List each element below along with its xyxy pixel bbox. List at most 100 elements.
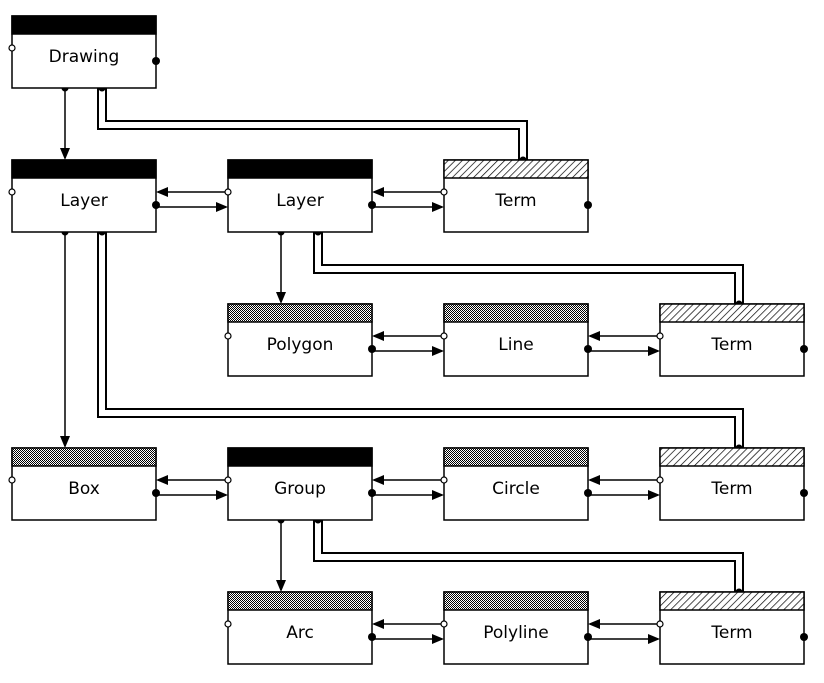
edge-layer2-term1 (372, 187, 444, 212)
node-polyline: Polyline (440, 591, 592, 665)
node-header (227, 303, 373, 323)
node-header (443, 447, 589, 467)
node-in-handle (8, 476, 16, 484)
node-polygon: Polygon (224, 303, 376, 377)
node-in-handle (440, 476, 448, 484)
arrowhead (276, 580, 286, 592)
edge-drawing-layer1 (60, 84, 70, 160)
edge-polygon-line (372, 331, 444, 356)
link-dot (368, 489, 376, 497)
node-in-handle (224, 332, 232, 340)
node-in-handle (656, 332, 664, 340)
arrowhead (432, 634, 444, 644)
link-dot (368, 201, 376, 209)
edge-layer2-polygon (276, 228, 286, 304)
node-in-handle (224, 476, 232, 484)
node-term3: Term (656, 447, 808, 521)
node-header (659, 591, 805, 611)
node-group: Group (224, 447, 376, 521)
arrowhead (216, 202, 228, 212)
link-dot (584, 489, 592, 497)
edges-layer (60, 84, 744, 644)
node-in-handle (8, 44, 16, 52)
arrowhead (60, 436, 70, 448)
node-header (227, 591, 373, 611)
arrowhead (588, 619, 600, 629)
edge-terminal-inner (315, 232, 742, 304)
node-label: Polyline (483, 623, 549, 643)
node-label: Term (710, 479, 752, 499)
node-header (227, 159, 373, 179)
node-header (443, 591, 589, 611)
node-in-handle (224, 188, 232, 196)
node-label: Line (498, 335, 533, 355)
edge-layer1-box (60, 228, 70, 448)
node-in-handle (8, 188, 16, 196)
arrowhead (156, 187, 168, 197)
edge-arc-polyline (372, 619, 444, 644)
node-label: Polygon (267, 335, 334, 355)
node-term2: Term (656, 303, 808, 377)
edge-box-group (156, 475, 228, 500)
node-header (659, 447, 805, 467)
node-label: Layer (276, 191, 323, 211)
arrowhead (432, 490, 444, 500)
node-label: Arc (286, 623, 314, 643)
node-label: Term (494, 191, 536, 211)
node-drawing: Drawing (8, 15, 160, 89)
node-in-handle (440, 332, 448, 340)
node-label: Circle (492, 479, 540, 499)
edge-terminal-inner (315, 520, 742, 592)
node-header (11, 159, 157, 179)
node-layer2: Layer (224, 159, 376, 233)
arrowhead (156, 475, 168, 485)
edge-drawing-term1 (97, 84, 528, 164)
node-in-handle (656, 620, 664, 628)
link-dot (152, 489, 160, 497)
arrowhead (648, 490, 660, 500)
node-in-handle (440, 620, 448, 628)
edge-terminal-inner (99, 232, 742, 448)
arrowhead (588, 331, 600, 341)
link-dot (584, 633, 592, 641)
node-in-handle (224, 620, 232, 628)
node-header (11, 447, 157, 467)
arrowhead (372, 475, 384, 485)
arrowhead (372, 619, 384, 629)
node-header (659, 303, 805, 323)
edge-circle-term3 (588, 475, 660, 500)
node-box: Box (8, 447, 160, 521)
link-dot (152, 57, 160, 65)
node-header (443, 159, 589, 179)
arrowhead (216, 490, 228, 500)
node-arc: Arc (224, 591, 376, 665)
edge-terminal-inner (99, 88, 526, 160)
link-dot (800, 633, 808, 641)
link-dot (800, 489, 808, 497)
edge-layer1-layer2 (156, 187, 228, 212)
link-dot (584, 201, 592, 209)
arrowhead (60, 148, 70, 160)
node-term4: Term (656, 591, 808, 665)
node-term1: Term (440, 159, 592, 233)
edge-layer1-term3 (97, 228, 744, 452)
arrowhead (372, 187, 384, 197)
node-label: Layer (60, 191, 107, 211)
arrowhead (372, 331, 384, 341)
edge-group-term4 (313, 516, 744, 596)
node-header (11, 15, 157, 35)
link-dot (800, 345, 808, 353)
node-label: Group (274, 479, 326, 499)
arrowhead (432, 202, 444, 212)
node-circle: Circle (440, 447, 592, 521)
node-layer1: Layer (8, 159, 160, 233)
link-dot (152, 201, 160, 209)
node-label: Term (710, 623, 752, 643)
edge-group-circle (372, 475, 444, 500)
edge-group-arc (276, 516, 286, 592)
link-dot (368, 633, 376, 641)
node-in-handle (440, 188, 448, 196)
node-header (227, 447, 373, 467)
